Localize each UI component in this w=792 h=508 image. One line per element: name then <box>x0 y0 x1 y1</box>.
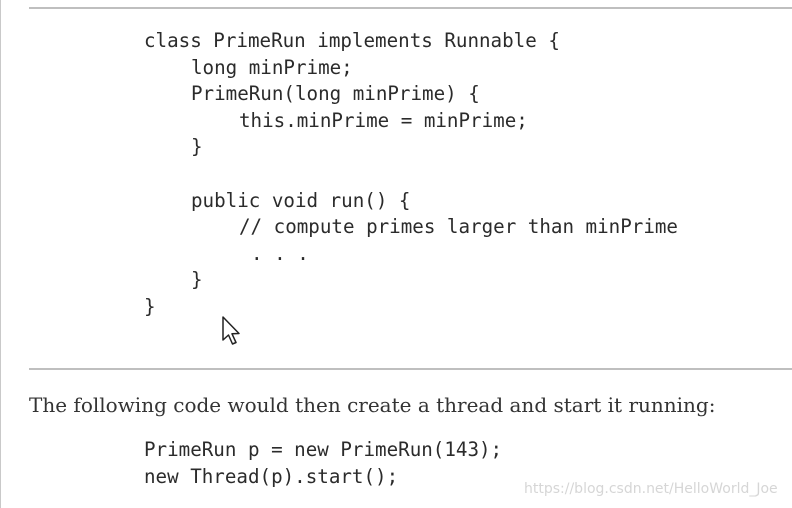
code-line-class-declaration: class PrimeRun implements Runnable { <box>144 29 560 52</box>
page-left-border <box>0 0 1 508</box>
code-line-field-declaration: long minPrime; <box>191 55 353 79</box>
primerun-class-code-block: class PrimeRun implements Runnable { long… <box>144 28 678 321</box>
code-line-constructor-close: } <box>191 135 203 159</box>
middle-horizontal-rule <box>29 368 792 370</box>
code-line-ellipsis: . . . <box>251 241 309 265</box>
explanation-paragraph: The following code would then create a t… <box>29 393 716 417</box>
code-line-class-close: } <box>144 294 156 318</box>
code-line-constructor-signature: PrimeRun(long minPrime) { <box>191 82 480 106</box>
top-horizontal-rule <box>29 7 792 9</box>
code-line-run-close: } <box>191 268 203 292</box>
code-line-start-thread: new Thread(p).start(); <box>144 464 399 488</box>
code-line-run-signature: public void run() { <box>191 188 411 212</box>
mouse-pointer-icon <box>222 316 240 345</box>
code-line-instantiate-primerun: PrimeRun p = new PrimeRun(143); <box>144 438 503 461</box>
thread-start-code-block: PrimeRun p = new PrimeRun(143); new Threa… <box>144 437 502 490</box>
csdn-watermark: https://blog.csdn.net/HelloWorld_Joe <box>524 481 778 497</box>
code-line-constructor-body: this.minPrime = minPrime; <box>239 108 528 132</box>
code-line-blank <box>144 161 678 188</box>
code-line-run-comment: // compute primes larger than minPrime <box>239 215 678 239</box>
